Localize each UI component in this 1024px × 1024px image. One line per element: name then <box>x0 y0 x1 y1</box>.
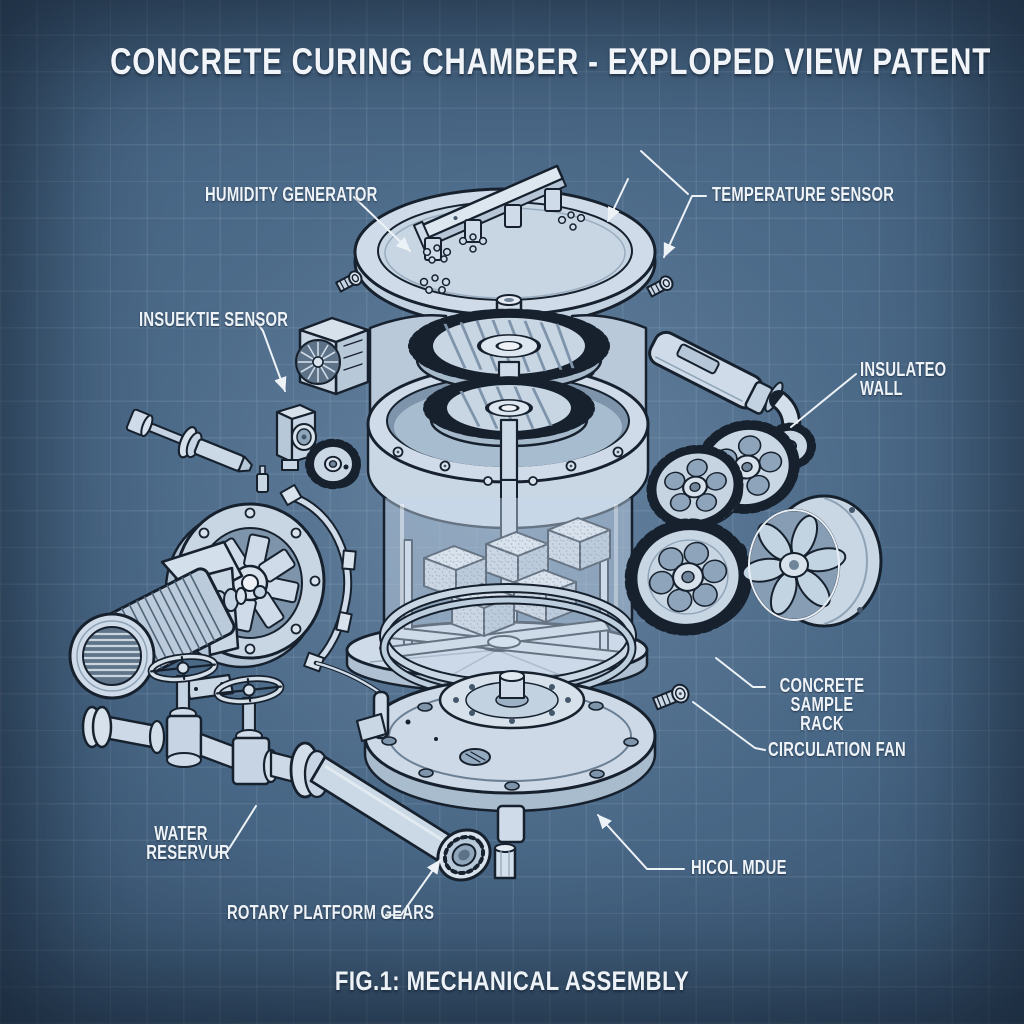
circulation-fan-drum <box>741 494 883 628</box>
drive-gear-stack <box>408 294 610 482</box>
label-circulation-fan: CIRCULATION FAN <box>768 739 906 761</box>
base-plate <box>363 670 657 813</box>
motor-with-impeller-wheel <box>68 502 326 701</box>
bolt-right-of-lid <box>646 275 674 298</box>
water-valve-assembly <box>81 654 492 882</box>
leader-rotary-platform-gears <box>385 859 441 916</box>
leader-humidity-generator <box>353 196 411 252</box>
box-fan-unit <box>295 316 370 396</box>
shaft-with-flange <box>125 408 253 473</box>
leader-insulated-wall <box>790 373 857 428</box>
leader-water-reservoir <box>215 805 257 853</box>
leader-heating-module <box>597 814 685 870</box>
leader-insuektie-sensor <box>255 320 287 392</box>
small-plug <box>256 464 356 493</box>
label-insulated-wall: INSULATEO WALL <box>860 359 947 400</box>
figure-caption: FIG.1: MECHANICAL ASSEMBLY <box>334 966 690 996</box>
label-concrete-sample-rack: CONCRETE SAMPLE RACK <box>779 675 865 735</box>
bolt-below-chamber <box>652 683 690 711</box>
label-heating-module: HICOL MDUE <box>691 857 787 879</box>
leader-circulation-fan <box>692 701 766 751</box>
label-water-reservoir: WATER RESERVUR <box>146 823 230 864</box>
leader-temperature-sensor <box>663 195 707 258</box>
leader-concrete-sample-rack <box>715 657 766 688</box>
label-temperature-sensor: TEMPERATURE SENSOR <box>712 184 895 206</box>
sensor-gearbox <box>275 403 317 471</box>
fan-blades <box>741 514 847 616</box>
spray-nozzles <box>419 188 586 294</box>
small-spur-gear <box>305 438 361 490</box>
pipe-end-bearing <box>436 828 492 882</box>
label-rotary-platform-gears: ROTARY PLATFORM GEARS <box>227 902 435 924</box>
hex-stub <box>493 843 517 880</box>
chamber-assembly <box>345 294 657 880</box>
leader-temperature-upper <box>640 150 689 195</box>
spur-gear-left <box>646 444 744 530</box>
base-flange-holes <box>381 690 639 791</box>
base-post <box>496 804 526 844</box>
drive-belt-hose <box>279 483 390 743</box>
label-insuektie-sensor: INSUEKTIE SENSOR <box>139 309 289 331</box>
page-title: CONCRETE CURING CHAMBER - EXPLOPED VIEW … <box>110 41 992 82</box>
bolt-left-of-lid <box>335 270 363 293</box>
lid-with-humidity-spray-bar <box>353 164 657 328</box>
motor-end-cap <box>68 612 156 700</box>
large-ring-gear <box>624 518 752 636</box>
label-humidity-generator: HUMIDITY GENERATOR <box>205 184 378 206</box>
leader-temperature-lid <box>607 178 629 222</box>
leader-lines <box>215 150 857 916</box>
